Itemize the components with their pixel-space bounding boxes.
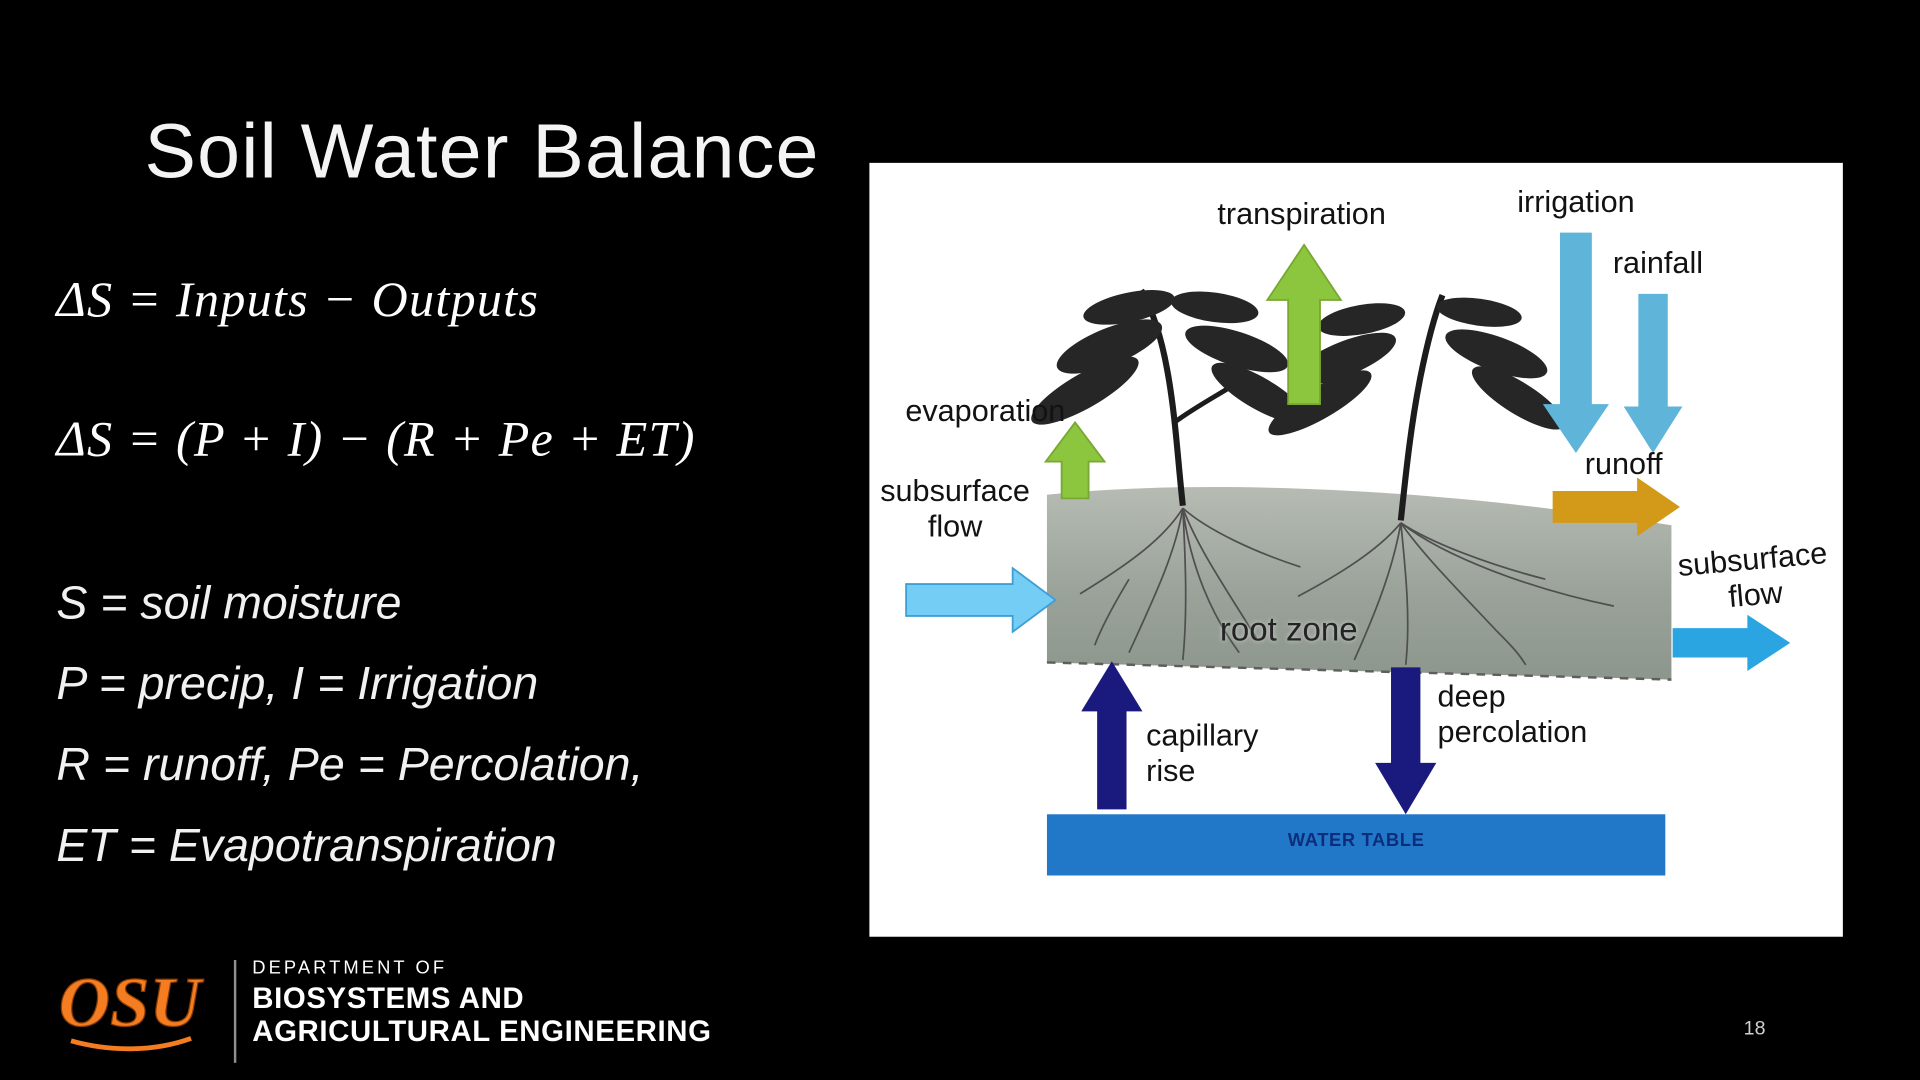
root-zone-soil-band — [1046, 487, 1672, 680]
runoff-label: runoff — [1584, 446, 1663, 482]
soil-water-balance-diagram: transpiration irrigation rainfall evapor… — [869, 162, 1843, 937]
rainfall-arrow — [1623, 293, 1683, 454]
subsurface-flow-out-arrow — [1672, 614, 1791, 672]
definition-r-pe: R = runoff, Pe = Percolation, — [56, 739, 644, 792]
osu-logo-text: OSU — [59, 964, 205, 1042]
subsurface-flow-in-arrow — [905, 566, 1058, 634]
plant-left — [1031, 288, 1307, 507]
evaporation-label: evaporation — [905, 394, 1066, 429]
definition-s: S = soil moisture — [56, 577, 402, 630]
diagram-artwork — [905, 232, 1791, 876]
definition-p-i: P = precip, I = Irrigation — [56, 658, 539, 711]
equation-balance: ΔS = Inputs − Outputs — [56, 270, 540, 327]
osu-logo-swoosh — [70, 1036, 192, 1052]
irrigation-label: irrigation — [1517, 184, 1635, 220]
transpiration-arrow — [1265, 243, 1343, 406]
footer-divider — [233, 960, 237, 1063]
definition-et: ET = Evapotranspiration — [56, 820, 557, 872]
department-text: DEPARTMENT OF BIOSYSTEMS AND AGRICULTURA… — [252, 958, 711, 1049]
plant-roots — [1079, 507, 1615, 666]
page-number: 18 — [1743, 1018, 1766, 1040]
rainfall-label: rainfall — [1612, 246, 1704, 281]
department-name-line1: BIOSYSTEMS AND — [252, 982, 525, 1016]
transpiration-label: transpiration — [1217, 197, 1386, 232]
root-zone-label: root zone — [1219, 611, 1358, 648]
capillary-rise-arrow — [1081, 661, 1143, 810]
irrigation-arrow — [1542, 232, 1609, 454]
variable-definitions: S = soil moisture P = precip, I = Irriga… — [56, 563, 643, 886]
subsurface-flow-in-label: subsurface flow — [880, 473, 1030, 544]
equation-expanded: ΔS = (P + I) − (R + Pe + ET) — [56, 410, 696, 467]
runoff-arrow — [1552, 477, 1680, 537]
page-title: Soil Water Balance — [144, 108, 820, 195]
deep-percolation-arrow — [1375, 667, 1437, 815]
water-table-label: WATER TABLE — [1287, 830, 1425, 852]
water-table-band — [1046, 814, 1666, 876]
department-prefix: DEPARTMENT OF — [252, 957, 448, 979]
department-name-line2: AGRICULTURAL ENGINEERING — [252, 1015, 712, 1049]
osu-logo: OSU — [34, 950, 225, 1065]
evaporation-arrow — [1043, 420, 1107, 500]
capillary-rise-label: capillary rise — [1146, 718, 1259, 789]
deep-percolation-label: deep percolation — [1437, 679, 1588, 750]
